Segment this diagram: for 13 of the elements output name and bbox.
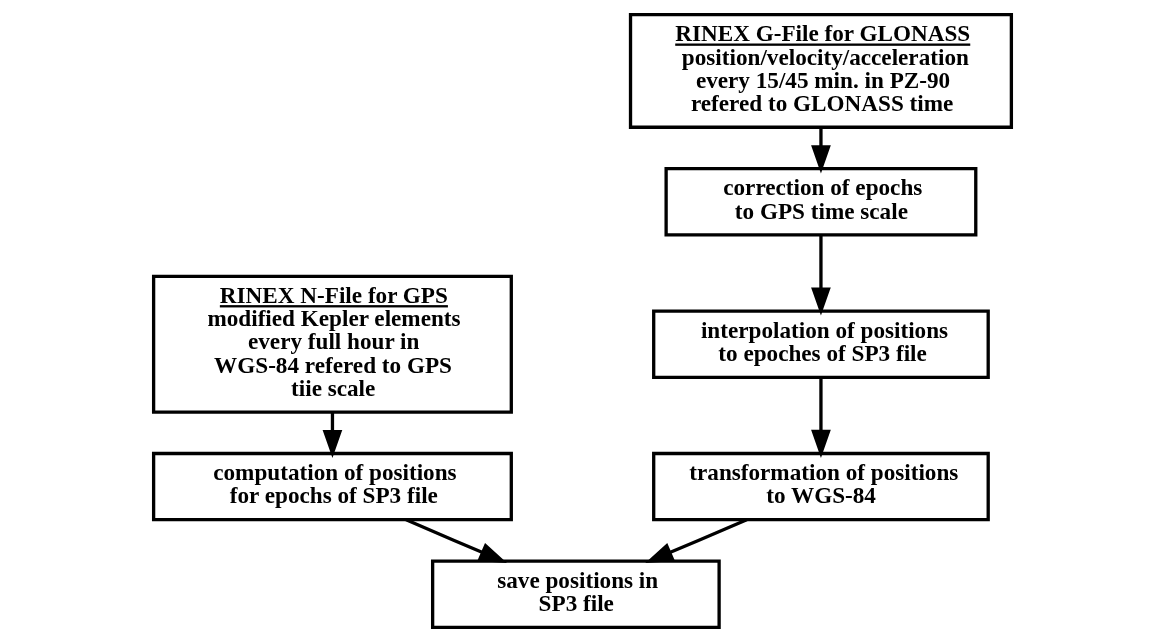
node-box: transformation of positions to WGS-84 <box>652 451 990 522</box>
node-box: interpolation of positions to epoches of SP3 file <box>652 309 990 379</box>
arrow <box>405 518 508 564</box>
arrow <box>645 518 748 564</box>
arrow <box>811 377 831 459</box>
node-box: correction of epochs to GPS time scale <box>664 167 978 237</box>
arrow <box>811 235 831 316</box>
arrow <box>811 127 831 174</box>
node-box: RINEX N-File for GPS modified Kepler elements every full hour in WGS-84 refered to GPS tiie scale <box>151 274 513 414</box>
node-box: computation of positions for epochs of SP3 file <box>151 451 513 522</box>
node-box: save positions in SP3 file <box>431 559 721 629</box>
arrow <box>322 412 343 459</box>
node-box: RINEX G-File for GLONASS position/velocity/acceleration every 15/45 min. in PZ-90 refered to GLONASS time <box>628 13 1014 129</box>
